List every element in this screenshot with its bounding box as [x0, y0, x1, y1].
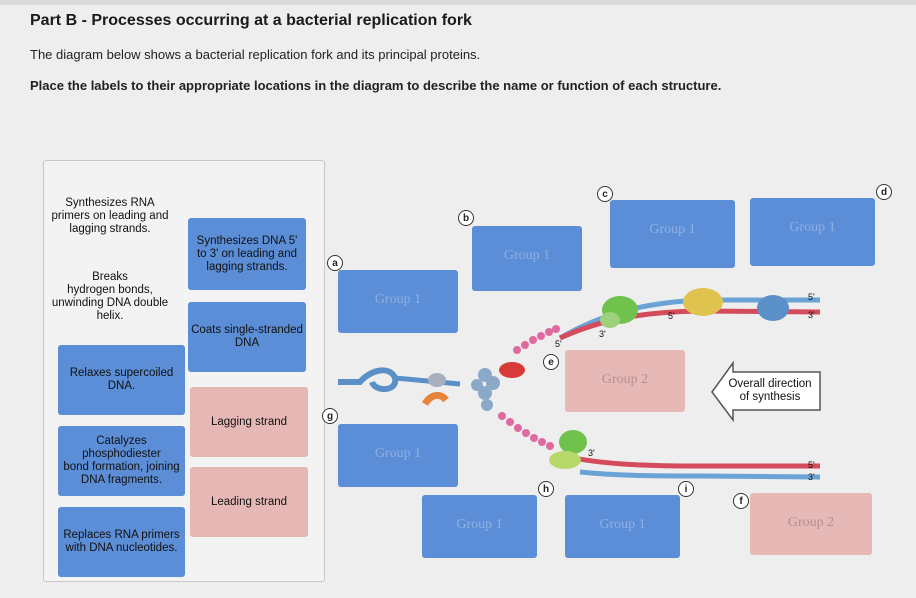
label-dna-polymerase-function[interactable]: Synthesizes DNA 5' to 3' on leading and … — [188, 218, 306, 290]
label-lagging-strand[interactable]: Lagging strand — [190, 387, 308, 457]
part-title: Part B - Processes occurring at a bacter… — [30, 12, 472, 29]
label-topoisomerase-function[interactable]: Relaxes supercoiled DNA. — [58, 345, 185, 415]
label-leading-strand[interactable]: Leading strand — [190, 467, 308, 537]
drop-target-d[interactable]: Group 1 — [750, 198, 875, 266]
label-ssb-function[interactable]: Coats single-stranded DNA — [188, 302, 306, 372]
top-divider — [0, 0, 916, 5]
label-helicase-function[interactable]: Breaks hydrogen bonds, unwinding DNA dou… — [51, 271, 169, 322]
part-description: The diagram below shows a bacterial repl… — [30, 47, 481, 62]
label-dna-pol-i-function[interactable]: Replaces RNA primers with DNA nucleotide… — [58, 507, 185, 577]
strand-end-label: 5' — [808, 292, 815, 302]
drop-target-i[interactable]: Group 1 — [565, 495, 680, 558]
strand-end-label: 3' — [588, 448, 595, 458]
badge-g[interactable]: g — [322, 408, 338, 424]
strand-end-label: 5' — [808, 460, 815, 470]
badge-h[interactable]: h — [538, 481, 554, 497]
badge-a[interactable]: a — [327, 255, 343, 271]
drop-target-e[interactable]: Group 2 — [565, 350, 685, 412]
drop-target-a[interactable]: Group 1 — [338, 270, 458, 333]
badge-b[interactable]: b — [458, 210, 474, 226]
direction-text: Overall direction of synthesis — [728, 378, 812, 403]
drop-target-c[interactable]: Group 1 — [610, 200, 735, 268]
drop-target-g[interactable]: Group 1 — [338, 424, 458, 487]
label-primase-function[interactable]: Synthesizes RNA primers on leading and l… — [51, 196, 169, 235]
strand-end-label: 5' — [555, 339, 562, 349]
badge-i[interactable]: i — [678, 481, 694, 497]
label-ligase-function[interactable]: Catalyzes phosphodiester bond formation,… — [58, 426, 185, 496]
strand-end-label: 3' — [599, 329, 606, 339]
badge-f[interactable]: f — [733, 493, 749, 509]
drop-target-h[interactable]: Group 1 — [422, 495, 537, 558]
instructions: Place the labels to their appropriate lo… — [30, 78, 722, 93]
drop-target-b[interactable]: Group 1 — [472, 226, 582, 291]
badge-e[interactable]: e — [543, 354, 559, 370]
strand-end-label: 3' — [808, 310, 815, 320]
badge-c[interactable]: c — [597, 186, 613, 202]
strand-end-label: 3' — [808, 472, 815, 482]
badge-d[interactable]: d — [876, 184, 892, 200]
drop-target-f[interactable]: Group 2 — [750, 493, 872, 555]
strand-end-label: 5' — [668, 311, 675, 321]
